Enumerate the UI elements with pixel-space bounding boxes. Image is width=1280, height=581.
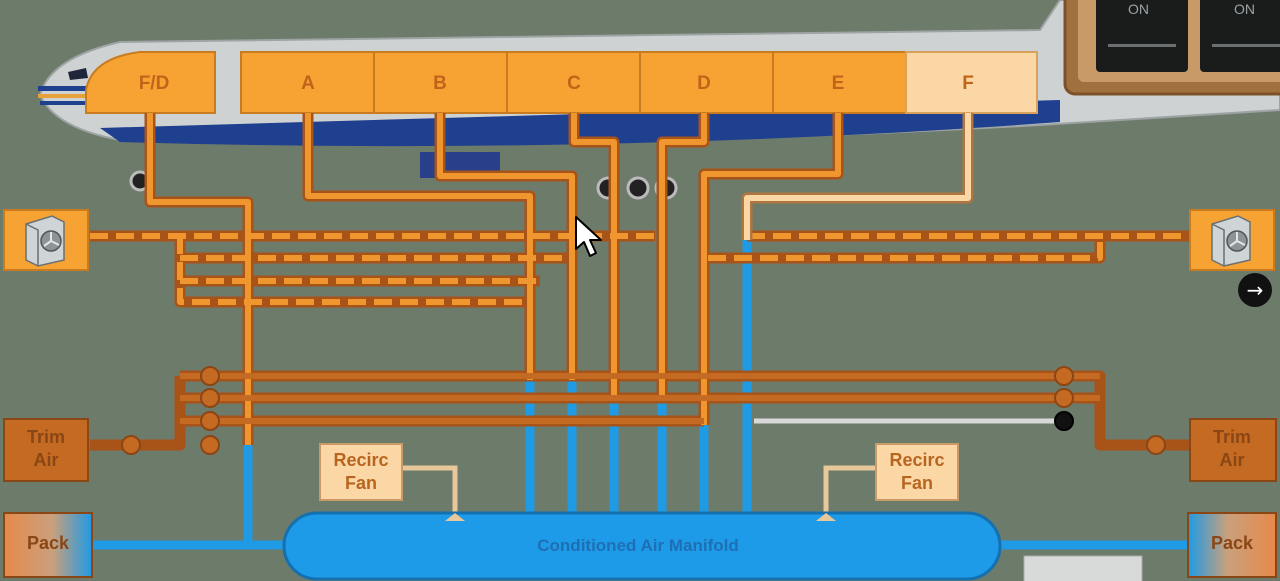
mouse-cursor-icon <box>575 216 602 257</box>
zone-f[interactable] <box>905 51 1038 114</box>
switch-on-1[interactable] <box>1096 0 1188 72</box>
zone-row: F/D A B C D E F <box>85 51 1038 114</box>
manifold-label: Conditioned Air Manifold <box>537 536 738 555</box>
trim-air-valves <box>121 366 1166 455</box>
zone-label-c: C <box>567 73 581 94</box>
pack-left[interactable] <box>3 512 93 578</box>
pack-label-left: Pack <box>27 533 70 553</box>
zone-label-d: D <box>697 73 711 94</box>
valve[interactable] <box>1146 435 1166 455</box>
zone-c[interactable] <box>506 51 641 114</box>
fan-units <box>3 209 1275 271</box>
zone-d[interactable] <box>639 51 774 114</box>
next-arrow-button[interactable]: → <box>1238 273 1272 307</box>
switch-on-2[interactable] <box>1200 0 1280 72</box>
zone-label-f: F <box>962 73 974 94</box>
valve[interactable] <box>200 388 220 408</box>
zone-label-a: A <box>301 73 315 94</box>
zone-b[interactable] <box>373 51 508 114</box>
switch-on-label-1: ON <box>1128 1 1149 17</box>
trim-air-left[interactable] <box>3 418 89 482</box>
pack-right[interactable] <box>1187 512 1277 578</box>
recirc-fan-right[interactable] <box>875 443 959 501</box>
recirc-fan-left[interactable] <box>319 443 403 501</box>
trim-air-right[interactable] <box>1189 418 1277 482</box>
zone-fd[interactable] <box>85 51 216 114</box>
valve[interactable] <box>1054 366 1074 386</box>
valve[interactable] <box>200 411 220 431</box>
valve[interactable] <box>200 435 220 455</box>
fan-unit-icon <box>25 215 65 267</box>
valve[interactable] <box>121 435 141 455</box>
arrow-right-icon: → <box>1246 278 1264 302</box>
switch-on-label-2: ON <box>1234 1 1255 17</box>
valve[interactable] <box>200 366 220 386</box>
trim-air-ducts <box>90 113 1190 451</box>
fan-unit-icon <box>1211 215 1251 267</box>
zone-label-e: E <box>832 73 845 94</box>
valve-closed[interactable] <box>1054 411 1074 431</box>
packs: Pack Pack <box>3 512 1277 578</box>
zone-label-fd: F/D <box>139 73 170 94</box>
pack-label-right: Pack <box>1211 533 1254 553</box>
conditioned-air-manifold: Conditioned Air Manifold <box>282 511 1002 581</box>
equipment-block <box>1023 555 1143 581</box>
zone-label-b: B <box>433 73 447 94</box>
switch-panel: ON ON <box>1063 0 1280 96</box>
valve[interactable] <box>1054 388 1074 408</box>
